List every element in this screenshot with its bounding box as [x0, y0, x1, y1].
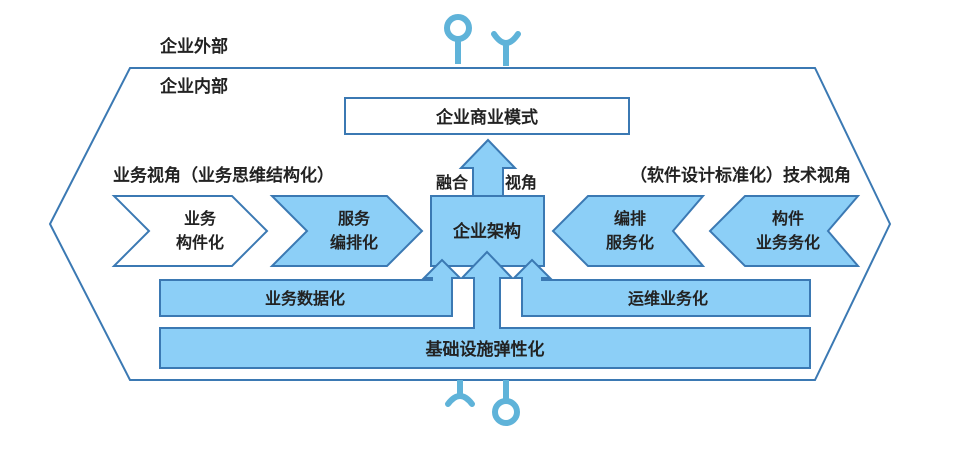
inside-label: 企业内部	[159, 76, 228, 97]
service-orchestration-label-2: 编排化	[330, 233, 378, 252]
orchestration-service-chevron	[551, 195, 706, 267]
service-orchestration-label-1: 服务	[338, 209, 371, 228]
business-componentize-label-2: 构件化	[176, 233, 224, 252]
ops-business-arrow-bar	[511, 258, 811, 317]
business-view-heading: 业务视角（业务思维结构化）	[113, 165, 334, 186]
plug-fork-icon	[491, 31, 521, 66]
orchestration-service-label-1: 编排	[614, 209, 646, 228]
business-model-label: 企业商业模式	[435, 107, 538, 128]
infrastructure-arrow-bar	[159, 250, 811, 369]
tech-view-heading: （软件设计标准化）技术视角	[630, 165, 851, 186]
plug-ring-icon	[492, 380, 520, 426]
fusion-label: 融合	[436, 173, 469, 192]
bottom-connector-icons	[445, 380, 520, 426]
service-orchestration-chevron	[269, 195, 424, 267]
business-data-arrow-bar	[159, 258, 463, 317]
business-model-box	[344, 97, 630, 135]
outside-label: 企业外部	[159, 36, 228, 57]
up-arrow-to-business-model	[458, 138, 518, 197]
plug-ring-icon	[444, 14, 472, 64]
component-business-label-1: 构件	[772, 209, 804, 228]
plug-fork-icon	[445, 380, 475, 407]
business-componentize-label-1: 业务	[184, 209, 217, 228]
component-business-chevron	[708, 195, 861, 267]
ops-business-label: 运维业务化	[628, 289, 708, 308]
top-connector-icons	[444, 14, 521, 66]
orchestration-service-label-2: 服务化	[606, 233, 654, 252]
business-componentize-chevron	[111, 195, 269, 267]
infrastructure-label: 基础设施弹性化	[425, 339, 545, 360]
enterprise-architecture-label: 企业架构	[452, 221, 521, 242]
view-label: 视角	[505, 173, 537, 192]
component-business-label-2: 业务务化	[756, 233, 820, 252]
business-data-label: 业务数据化	[265, 289, 345, 308]
